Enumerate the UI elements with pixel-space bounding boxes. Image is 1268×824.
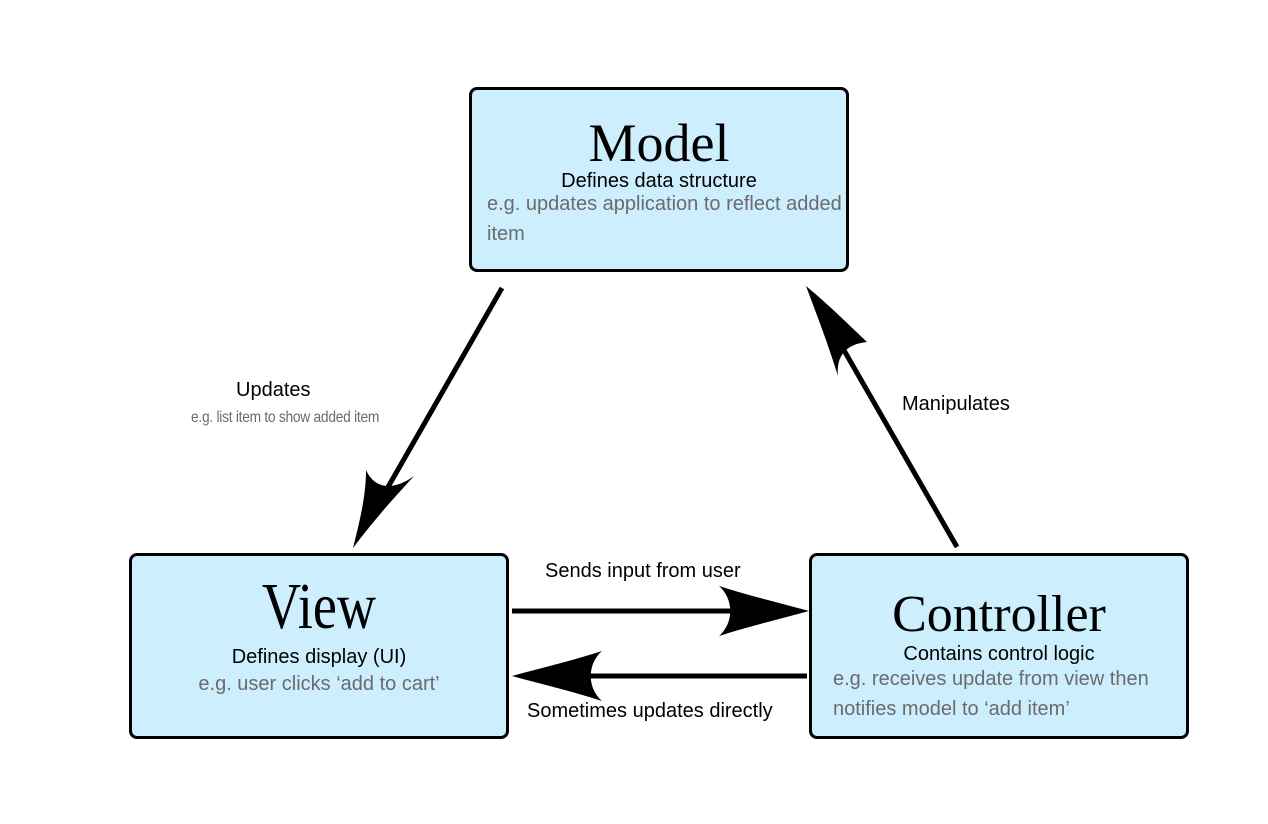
model-subtitle: Defines data structure — [561, 170, 757, 192]
model-title: Model — [588, 113, 730, 173]
manipulates-label: Manipulates — [902, 393, 1010, 415]
view-subtitle: Defines display (UI) — [231, 646, 407, 668]
view-box: View Defines display (UI) e.g. user clic… — [129, 553, 509, 739]
arrow-controller-to-view — [512, 651, 807, 701]
model-example: e.g. updates application to reflect adde… — [487, 193, 842, 245]
controller-title: Controller — [892, 586, 1106, 643]
arrow-controller-to-model — [806, 286, 960, 549]
view-title: View — [262, 570, 376, 643]
controller-example: e.g. receives update from view then noti… — [833, 668, 1149, 720]
arrow-view-to-controller — [512, 586, 809, 636]
updates-example: e.g. list item to show added item — [191, 409, 380, 426]
view-example: e.g. user clicks ‘add to cart’ — [198, 673, 440, 695]
updates-label: Updates — [236, 379, 311, 401]
controller-subtitle: Contains control logic — [903, 643, 1095, 665]
controller-box: Controller Contains control logic e.g. r… — [809, 553, 1189, 739]
arrow-model-to-view — [353, 286, 505, 548]
sometimes-updates-label: Sometimes updates directly — [527, 700, 773, 722]
sends-input-label: Sends input from user — [545, 560, 741, 582]
model-box: Model Defines data structure e.g. update… — [469, 87, 849, 272]
